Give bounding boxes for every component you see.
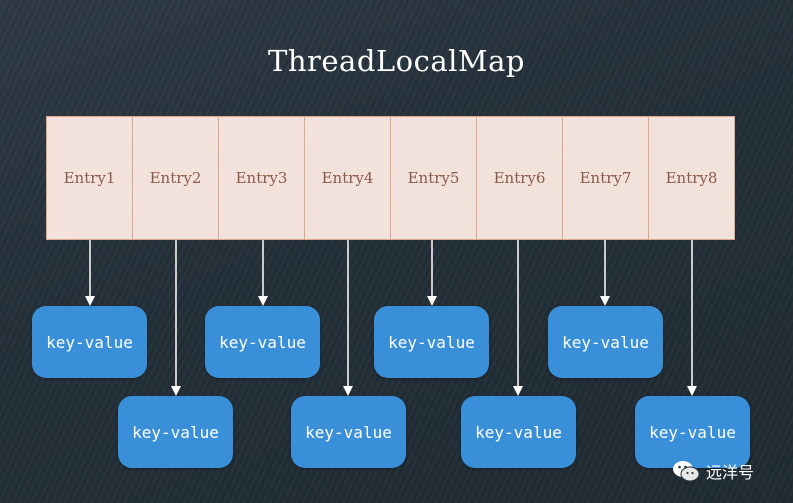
entry-cell-3: Entry3 bbox=[219, 117, 305, 239]
key-value-box-6: key-value bbox=[461, 396, 576, 468]
key-value-box-3: key-value bbox=[205, 306, 320, 378]
entry-cell-5: Entry5 bbox=[391, 117, 477, 239]
entry-cell-7: Entry7 bbox=[563, 117, 649, 239]
entry-cell-6: Entry6 bbox=[477, 117, 563, 239]
entry-cell-8: Entry8 bbox=[649, 117, 734, 239]
key-value-box-1: key-value bbox=[32, 306, 147, 378]
key-value-box-7: key-value bbox=[548, 306, 663, 378]
entry-array: Entry1 Entry2 Entry3 Entry4 Entry5 Entry… bbox=[46, 116, 735, 240]
brand-badge: 远洋号 bbox=[672, 456, 754, 486]
brand-name: 远洋号 bbox=[706, 463, 755, 482]
entry-cell-4: Entry4 bbox=[305, 117, 391, 239]
key-value-box-8: key-value bbox=[635, 396, 750, 468]
key-value-box-2: key-value bbox=[118, 396, 233, 468]
wechat-icon bbox=[673, 461, 700, 482]
key-value-box-5: key-value bbox=[374, 306, 489, 378]
key-value-box-4: key-value bbox=[291, 396, 406, 468]
entry-cell-2: Entry2 bbox=[133, 117, 219, 239]
diagram-title: ThreadLocalMap bbox=[268, 44, 525, 78]
entry-cell-1: Entry1 bbox=[47, 117, 133, 239]
